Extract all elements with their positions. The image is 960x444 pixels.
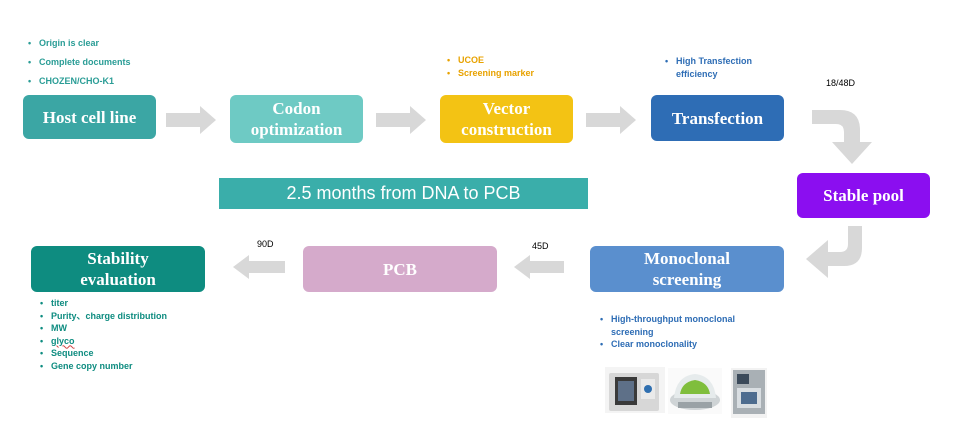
arrow-right-icon <box>376 106 426 134</box>
monoclonal-note-item: High-throughput monoclonal screening <box>598 313 758 338</box>
stability-evaluation-box: Stability evaluation <box>31 246 205 292</box>
codon-optimization-label: Codon optimization <box>250 99 343 139</box>
vector-notes: UCOE Screening marker <box>445 54 585 80</box>
stability-note-item: Purity、charge distribution <box>38 310 218 323</box>
host-note-item: Origin is clear <box>26 37 166 50</box>
monoclonal-screening-label: Monoclonal screening <box>644 249 730 289</box>
transfection-note-item: High Transfection efficiency <box>663 55 773 81</box>
monoclonal-note-item: Clear monoclonality <box>598 338 758 351</box>
lab-instrument-image <box>605 367 665 413</box>
vector-construction-label: Vector construction <box>461 99 552 139</box>
transfection-label: Transfection <box>671 108 764 128</box>
stability-notes: titer Purity、charge distribution MW glyc… <box>38 297 218 372</box>
stability-note-item: Gene copy number <box>38 360 218 373</box>
vector-construction-box: Vector construction <box>440 95 573 143</box>
host-cell-line-box: Host cell line <box>23 95 156 139</box>
stability-note-item: glyco <box>38 335 218 348</box>
vector-note-item: UCOE <box>445 54 585 67</box>
arrow-right-icon <box>586 106 636 134</box>
host-note-item: Complete documents <box>26 56 166 69</box>
stability-evaluation-label: Stability evaluation <box>80 249 156 289</box>
lab-instrument-image <box>668 368 722 414</box>
timeline-banner: 2.5 months from DNA to PCB <box>219 178 588 209</box>
vector-note-item: Screening marker <box>445 67 585 80</box>
stability-note-item: Sequence <box>38 347 218 360</box>
stability-note-item: MW <box>38 322 218 335</box>
pcb-label: PCB <box>383 259 417 279</box>
duration-monoclonal: 45D <box>532 241 549 251</box>
host-cell-line-label: Host cell line <box>42 107 137 127</box>
arrow-left-icon <box>514 255 564 279</box>
duration-pcb: 90D <box>257 239 274 249</box>
monoclonal-notes: High-throughput monoclonal screening Cle… <box>598 313 758 351</box>
codon-optimization-box: Codon optimization <box>230 95 363 143</box>
duration-transfection-to-pool: 18/48D <box>826 78 856 88</box>
curved-arrow-left-icon <box>806 226 862 278</box>
monoclonal-screening-box: Monoclonal screening <box>590 246 784 292</box>
transfection-box: Transfection <box>651 95 784 141</box>
host-notes: Origin is clear Complete documents CHOZE… <box>26 37 166 88</box>
arrow-right-icon <box>166 106 216 134</box>
lab-instrument-image <box>731 368 767 418</box>
stability-note-item: titer <box>38 297 218 310</box>
arrow-left-icon <box>233 255 285 279</box>
curved-arrow-down-icon <box>812 110 872 164</box>
host-note-item: CHOZEN/CHO-K1 <box>26 75 166 88</box>
transfection-notes: High Transfection efficiency <box>663 55 773 81</box>
timeline-banner-text: 2.5 months from DNA to PCB <box>286 183 521 203</box>
pcb-box: PCB <box>303 246 497 292</box>
stable-pool-box: Stable pool <box>797 173 930 218</box>
stable-pool-label: Stable pool <box>823 186 904 205</box>
